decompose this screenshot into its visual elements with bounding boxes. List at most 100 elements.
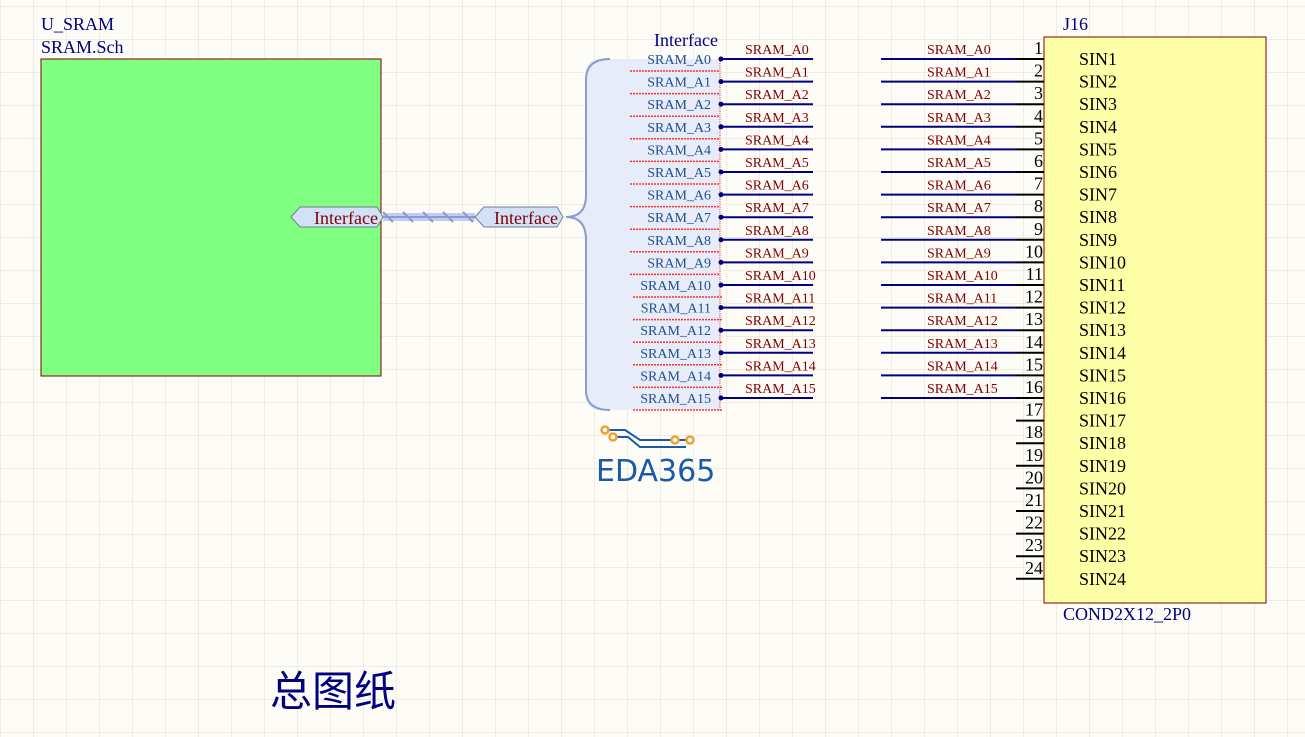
pin-name: SIN6 — [1079, 162, 1117, 182]
net-label[interactable]: SRAM_A7 — [927, 201, 991, 216]
pin-name: SIN16 — [1079, 388, 1126, 408]
harness-entry[interactable]: SRAM_A12 — [640, 324, 711, 339]
harness-entry[interactable]: SRAM_A15 — [640, 392, 711, 407]
pin-name: SIN10 — [1079, 252, 1126, 272]
pin-name: SIN13 — [1079, 320, 1126, 340]
pin-number: 8 — [1034, 196, 1043, 216]
junction-dot — [718, 169, 724, 175]
connector-j16[interactable]: J16 COND2X12_2P0 1SIN12SIN23SIN34SIN45SI… — [1016, 14, 1267, 624]
pin-number: 21 — [1025, 490, 1043, 510]
pin-name: SIN18 — [1079, 433, 1126, 453]
pin-number: 2 — [1034, 61, 1043, 81]
port-label: Interface — [494, 208, 558, 228]
net-label[interactable]: SRAM_A1 — [927, 66, 991, 81]
net-label[interactable]: SRAM_A8 — [927, 224, 991, 239]
pin-name: SIN20 — [1079, 478, 1126, 498]
pin-number: 4 — [1034, 106, 1043, 126]
pin-number: 19 — [1025, 445, 1043, 465]
harness-connector[interactable]: Interface SRAM_A0SRAM_A1SRAM_A2SRAM_A3SR… — [565, 30, 723, 411]
pin-number: 13 — [1025, 309, 1043, 329]
net-label[interactable]: SRAM_A8 — [745, 224, 809, 239]
harness-entry[interactable]: SRAM_A14 — [640, 369, 711, 384]
harness-entry[interactable]: SRAM_A10 — [640, 279, 711, 294]
pin-name: SIN5 — [1079, 139, 1117, 159]
junction-dot — [718, 282, 724, 288]
pin-name: SIN9 — [1079, 230, 1117, 250]
junction-dot — [718, 146, 724, 152]
net-label[interactable]: SRAM_A9 — [745, 246, 809, 261]
harness-entry[interactable]: SRAM_A6 — [647, 189, 711, 204]
pin-number: 11 — [1026, 264, 1043, 284]
net-label[interactable]: SRAM_A5 — [745, 156, 809, 171]
net-label[interactable]: SRAM_A0 — [745, 43, 809, 58]
harness-entry[interactable]: SRAM_A1 — [647, 76, 711, 91]
pin-number: 24 — [1025, 558, 1043, 578]
net-label[interactable]: SRAM_A7 — [745, 201, 809, 216]
net-label[interactable]: SRAM_A15 — [745, 382, 816, 397]
net-label[interactable]: SRAM_A6 — [927, 179, 991, 194]
pin-number: 1 — [1034, 38, 1043, 58]
harness-entry[interactable]: SRAM_A0 — [647, 53, 711, 68]
net-label[interactable]: SRAM_A10 — [927, 269, 998, 284]
net-label[interactable]: SRAM_A12 — [745, 314, 816, 329]
junction-dot — [718, 79, 724, 85]
signal-harness[interactable] — [382, 211, 475, 223]
harness-entry[interactable]: SRAM_A11 — [641, 302, 711, 317]
pin-name: SIN2 — [1079, 72, 1117, 92]
net-label[interactable]: SRAM_A0 — [927, 43, 991, 58]
connector-body[interactable] — [1043, 36, 1267, 604]
junction-dot — [718, 259, 724, 265]
net-label[interactable]: SRAM_A14 — [927, 359, 998, 374]
net-label[interactable]: SRAM_A6 — [745, 179, 809, 194]
net-label[interactable]: SRAM_A4 — [745, 133, 809, 148]
net-label[interactable]: SRAM_A3 — [745, 111, 809, 126]
net-label[interactable]: SRAM_A14 — [745, 359, 816, 374]
pin-number: 3 — [1034, 83, 1043, 103]
net-label[interactable]: SRAM_A9 — [927, 246, 991, 261]
sheet-entry-label: Interface — [314, 208, 378, 228]
harness-entry[interactable]: SRAM_A7 — [647, 211, 711, 226]
pin-number: 20 — [1025, 467, 1043, 487]
pin-number: 7 — [1034, 174, 1043, 194]
sheet-symbol[interactable]: U_SRAM SRAM.Sch Interface — [40, 14, 384, 377]
net-label[interactable]: SRAM_A11 — [927, 292, 997, 307]
net-label[interactable]: SRAM_A12 — [927, 314, 998, 329]
junction-dot — [718, 237, 724, 243]
net-label[interactable]: SRAM_A5 — [927, 156, 991, 171]
junction-dot — [718, 395, 724, 401]
net-label[interactable]: SRAM_A4 — [927, 133, 991, 148]
pin-name: SIN4 — [1079, 117, 1117, 137]
pin-name: SIN7 — [1079, 185, 1117, 205]
pin-name: SIN8 — [1079, 207, 1117, 227]
net-label[interactable]: SRAM_A3 — [927, 111, 991, 126]
pin-name: SIN22 — [1079, 524, 1126, 544]
net-label[interactable]: SRAM_A15 — [927, 382, 998, 397]
harness-title: Interface — [654, 30, 718, 50]
net-label[interactable]: SRAM_A11 — [745, 292, 815, 307]
junction-dot — [718, 350, 724, 356]
pin-number: 10 — [1025, 241, 1043, 261]
net-label[interactable]: SRAM_A1 — [745, 66, 809, 81]
harness-entry[interactable]: SRAM_A3 — [647, 121, 711, 136]
harness-entry[interactable]: SRAM_A4 — [647, 143, 711, 158]
junction-dot — [718, 56, 724, 62]
pin-number: 18 — [1025, 422, 1043, 442]
connector-designator: J16 — [1063, 14, 1088, 34]
harness-entry[interactable]: SRAM_A2 — [647, 98, 711, 113]
port-interface[interactable]: Interface — [474, 206, 564, 228]
harness-entry[interactable]: SRAM_A9 — [647, 256, 711, 271]
pin-number: 15 — [1025, 354, 1043, 374]
harness-entry[interactable]: SRAM_A5 — [647, 166, 711, 181]
net-label[interactable]: SRAM_A13 — [927, 337, 998, 352]
harness-entry[interactable]: SRAM_A8 — [647, 234, 711, 249]
pin-number: 17 — [1025, 400, 1043, 420]
net-label[interactable]: SRAM_A2 — [745, 88, 809, 103]
junction-dot — [718, 305, 724, 311]
pin-name: SIN1 — [1079, 49, 1117, 69]
net-label[interactable]: SRAM_A2 — [927, 88, 991, 103]
net-label[interactable]: SRAM_A13 — [745, 337, 816, 352]
harness-entry[interactable]: SRAM_A13 — [640, 347, 711, 362]
net-label[interactable]: SRAM_A10 — [745, 269, 816, 284]
pin-name: SIN17 — [1079, 411, 1126, 431]
